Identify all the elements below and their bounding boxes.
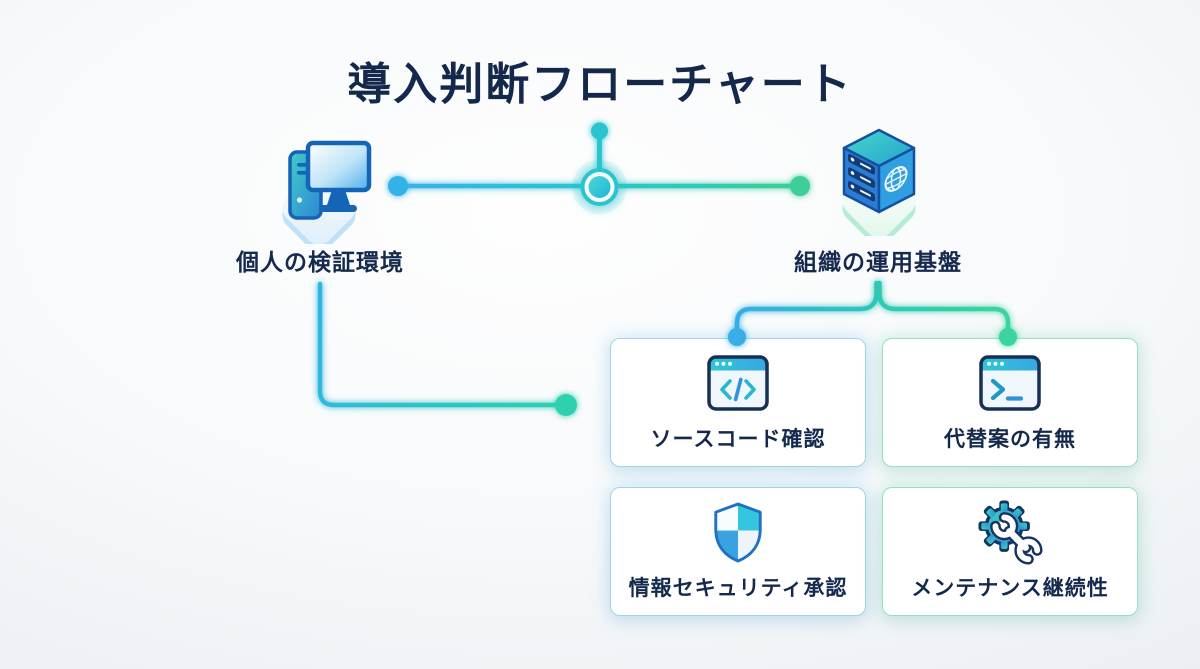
node-personal-environment-label: 個人の検証環境 <box>236 249 404 275</box>
branch-left-line <box>734 280 879 340</box>
junction-top-dot <box>591 122 608 140</box>
card-maintenance: メンテナンス継続性 <box>882 487 1138 616</box>
card-maintenance-label: メンテナンス継続性 <box>911 577 1109 600</box>
card-security-approval: 情報セキュリティ承認 <box>610 487 866 616</box>
server-icon <box>822 118 936 245</box>
desktop-computer-icon <box>250 128 386 252</box>
personal-path-dot <box>555 394 577 416</box>
shield-icon <box>709 501 767 563</box>
code-window-icon <box>707 352 769 414</box>
card-source-code-check: ソースコード確認 <box>610 338 866 467</box>
terminal-window-icon <box>979 352 1041 414</box>
card-security-approval-label: 情報セキュリティ承認 <box>628 577 848 600</box>
card-alternatives-label: 代替案の有無 <box>944 428 1076 451</box>
node-organization-platform-label: 組織の運用基盤 <box>794 249 962 275</box>
card-source-code-check-label: ソースコード確認 <box>650 428 826 451</box>
left-endpoint-dot <box>388 176 408 196</box>
card-alternatives: 代替案の有無 <box>882 338 1138 467</box>
personal-path-line <box>317 281 569 408</box>
right-endpoint-dot <box>790 176 810 196</box>
page-title: 導入判断フローチャート <box>347 60 853 109</box>
junction-ring <box>580 168 619 206</box>
branch-right-line <box>877 280 1011 340</box>
gear-wrench-icon <box>977 500 1043 565</box>
